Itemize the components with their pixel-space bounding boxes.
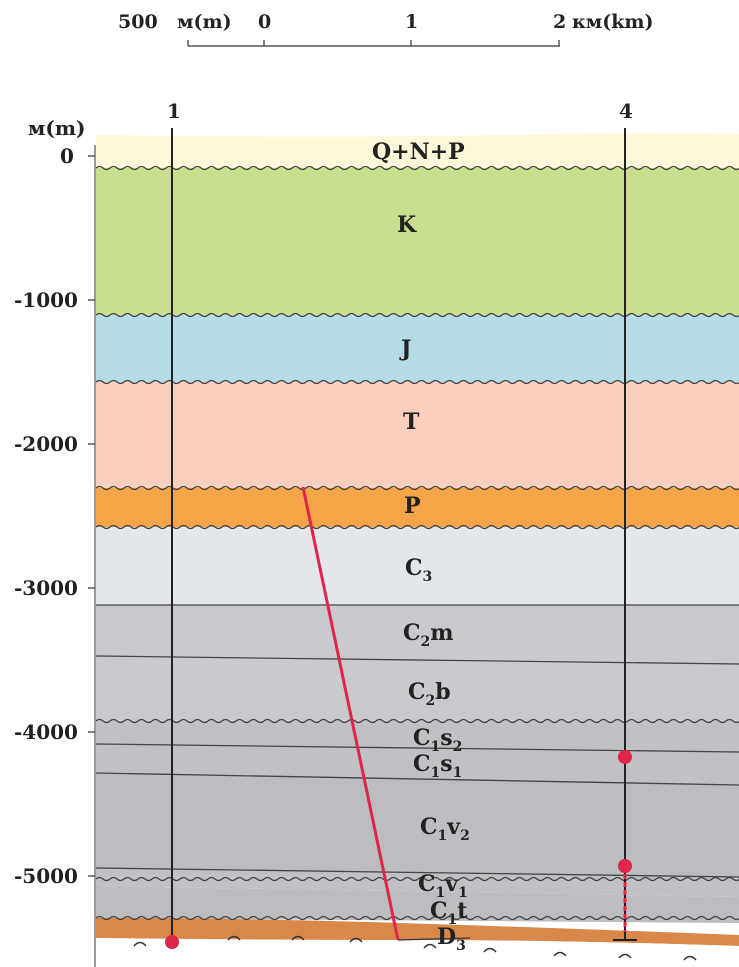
layer-label-c1s2: C1s2 (413, 725, 462, 755)
unconformity-base-qnp (95, 165, 739, 171)
scale-bar: 500 м(m) 0 1 2 км(km) (118, 11, 653, 47)
basement-marks (133, 935, 697, 961)
layer-label-c1v2: C1v2 (420, 814, 470, 844)
basement (96, 938, 739, 967)
depth-tick-3000: -3000 (14, 576, 78, 600)
scale-label-1: 1 (405, 11, 418, 33)
layer-label-p: P (404, 493, 421, 519)
depth-tick-5000: -5000 (14, 864, 78, 888)
well-4-label: 4 (619, 99, 633, 123)
boundary-c1s2-c1s1 (95, 743, 739, 753)
layer-c1s1-band (96, 744, 739, 785)
layer-label-k: K (397, 212, 417, 238)
basement-mark (423, 943, 437, 949)
layer-label-c2m: C2m (403, 620, 454, 650)
depth-axis: м(m) 0 -1000 -2000 -3000 -4000 -5000 (14, 116, 96, 967)
layer-c1v2-band (96, 773, 739, 877)
fault-line (301, 486, 400, 941)
boundaries (95, 165, 739, 921)
layer-c1s2-band (96, 721, 739, 752)
basement-mark (683, 955, 697, 961)
unconformity-base-p (95, 524, 739, 530)
well-1-marker (165, 935, 179, 949)
boundary-c1v2-c1v1 (95, 867, 739, 878)
scale-label-m: м(m) (177, 11, 232, 33)
layer-label-c3: C3 (405, 555, 432, 585)
well-4-marker-lower (618, 859, 632, 873)
layer-label-j: J (399, 336, 411, 362)
well-4-marker-upper (618, 750, 632, 764)
layer-label-c1s1: C1s1 (413, 751, 462, 781)
basement-mark (291, 935, 305, 941)
unconformity-base-c1t (95, 915, 739, 921)
depth-tick-4000: -4000 (14, 720, 78, 744)
layer-c1t-band (96, 886, 739, 923)
boundary-c2m-c2b (95, 655, 739, 665)
fault-base-line (397, 937, 471, 941)
unconformity-base-k (95, 312, 739, 318)
unconformity-base-j (95, 379, 739, 385)
layer-qnp-band (96, 133, 739, 168)
depth-tick-2000: -2000 (14, 432, 78, 456)
layer-d3-band (96, 918, 739, 946)
layer-k-band (96, 168, 739, 315)
unconformity-base-c1v1 (95, 876, 739, 882)
layer-c2m-band (96, 605, 739, 660)
layer-label-c1v1: C1v1 (418, 871, 468, 901)
scale-label-km: км(km) (572, 11, 653, 33)
unconformity-base-c2b (95, 718, 739, 724)
depth-tick-1000: -1000 (14, 288, 78, 312)
depth-tick-0: 0 (60, 144, 74, 168)
layer-label-c2b: C2b (408, 679, 451, 709)
well-1-label: 1 (167, 99, 181, 123)
layer-label-qnp: Q+N+P (372, 139, 465, 165)
basement-mark (349, 937, 363, 943)
layer-j-band (96, 315, 739, 382)
layer-label-d3: D3 (437, 924, 466, 954)
basement-mark (227, 935, 241, 941)
basement-mark (133, 941, 147, 947)
strata (96, 133, 739, 946)
scale-label-2: 2 (553, 11, 566, 33)
unconformity-top-p (95, 485, 739, 491)
scale-label-0: 0 (258, 11, 271, 33)
layer-label-c1t: C1t (430, 898, 468, 928)
boundary-c1s1-c1v2 (95, 772, 739, 786)
depth-unit-label: м(m) (28, 116, 85, 140)
layer-p-band (96, 488, 739, 527)
layer-t-band (96, 382, 739, 488)
layer-c3-band (96, 527, 739, 605)
basement-mark (618, 953, 632, 959)
layer-c2b-band (96, 660, 739, 721)
scale-label-500: 500 (118, 11, 158, 33)
basement-mark (553, 951, 567, 957)
basement-mark (483, 947, 497, 953)
layer-label-t: T (403, 409, 420, 435)
